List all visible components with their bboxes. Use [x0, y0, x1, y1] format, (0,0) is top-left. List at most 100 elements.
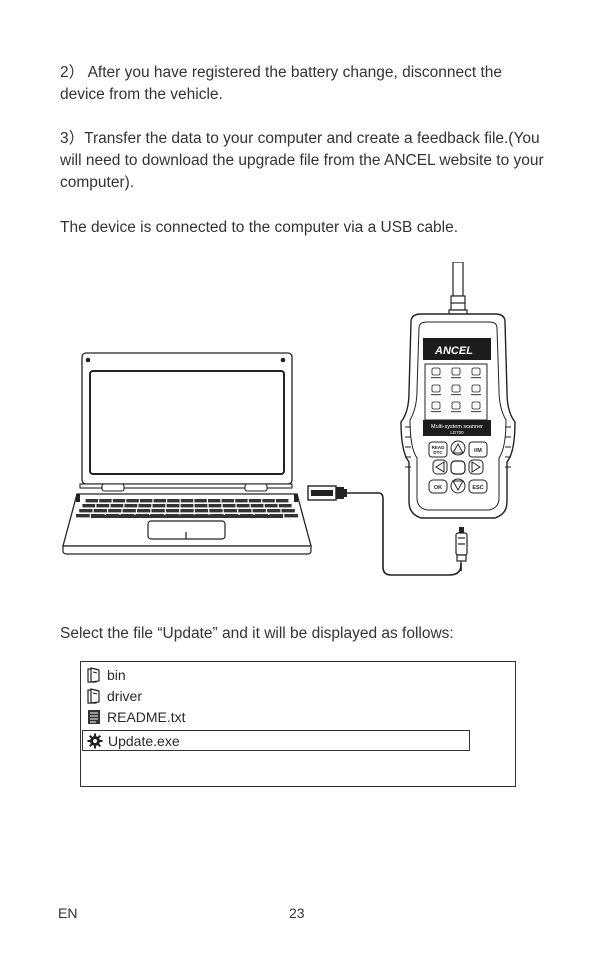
keyboard-key [167, 499, 180, 503]
keyboard-key [93, 509, 107, 513]
keyboard-key [194, 499, 207, 503]
screen-menu-label [471, 411, 481, 413]
keyboard-key [126, 499, 139, 503]
esc-key: ESC [472, 485, 483, 491]
keyboard-key [248, 499, 262, 503]
keyboard-key [124, 504, 138, 508]
folder-icon [87, 667, 100, 683]
keyboard-key [267, 509, 281, 513]
obd-scanner-device: ANCEL Multi-system scanner LD700 READ DT… [400, 313, 516, 519]
keyboard-key [112, 499, 126, 503]
screen-menu-label [451, 411, 461, 413]
file-item-update-selected[interactable]: Update.exe [82, 730, 470, 751]
keyboard-key [137, 509, 151, 513]
keyboard-key [99, 499, 112, 503]
file-item-bin[interactable]: bin [86, 665, 126, 685]
keyboard-key [264, 504, 278, 508]
keyboard-key [262, 499, 275, 503]
keyboard-key [221, 499, 234, 503]
screen-menu-label [471, 394, 481, 396]
read-dtc-key: READ [432, 445, 446, 450]
screen-menu-icon [471, 384, 481, 393]
keyboard-key [235, 499, 248, 503]
usb-cable [347, 492, 462, 576]
screen-menu-icon [431, 384, 441, 393]
screen-menu-icon [451, 401, 461, 410]
screen-menu-label [431, 394, 441, 396]
file-item-readme[interactable]: README.txt [86, 707, 186, 727]
screen-menu-icon [471, 367, 481, 376]
keyboard-key [122, 509, 136, 513]
keyboard-key [180, 509, 194, 513]
keyboard-key [165, 509, 180, 513]
file-item-driver[interactable]: driver [86, 686, 142, 706]
obd-cable [448, 262, 468, 317]
keyboard-keys [76, 499, 298, 518]
instruction-step-3: 3）Transfer the data to your computer and… [60, 130, 544, 191]
keyboard-key [138, 504, 152, 508]
keyboard-key [140, 499, 153, 503]
file-list: bin driver README.txt [80, 661, 516, 787]
screen-menu-label [471, 377, 481, 379]
svg-text:DTC: DTC [433, 450, 443, 455]
keyboard-key [250, 504, 264, 508]
keyboard-key [85, 499, 98, 503]
keyboard-key [110, 504, 124, 508]
keyboard-key [238, 509, 252, 513]
keyboard-key [180, 504, 194, 508]
mini-usb-plug [455, 527, 468, 567]
keyboard-key [194, 509, 209, 513]
keyboard-key [153, 499, 166, 503]
device-screen-icons [431, 367, 481, 413]
usb-a-plug [307, 485, 347, 501]
screen-menu-label [431, 411, 441, 413]
keyboard-key [209, 509, 223, 513]
connection-note: The device is connected to the computer … [60, 219, 459, 236]
keyboard-key [79, 509, 93, 513]
file-name: README.txt [107, 709, 186, 725]
keyboard-key [96, 504, 110, 508]
keyboard-key [284, 514, 298, 518]
keyboard-key [278, 504, 292, 508]
keyboard-key [208, 499, 221, 503]
keyboard-row [91, 515, 283, 518]
keyboard-key [208, 504, 222, 508]
select-note: Select the file “Update” and it will be … [60, 625, 454, 642]
footer-language: EN [58, 905, 78, 921]
usb-connection-illustration: ANCEL Multi-system scanner LD700 READ DT… [62, 262, 516, 576]
file-name: bin [107, 667, 126, 683]
screen-menu-icon [471, 401, 481, 410]
screen-menu-label [451, 377, 461, 379]
screen-menu-icon [431, 401, 441, 410]
screen-menu-icon [451, 384, 461, 393]
keyboard-key [82, 504, 96, 508]
keyboard-key [236, 504, 250, 508]
screen-menu-icon [431, 367, 441, 376]
device-brand: ANCEL [434, 345, 473, 357]
text-file-icon [88, 710, 100, 724]
keyboard-key [276, 499, 289, 503]
keyboard-key [151, 509, 165, 513]
screen-menu-label [451, 394, 461, 396]
page-number: 23 [289, 905, 305, 921]
file-name: driver [107, 688, 143, 704]
ok-key: OK [434, 485, 442, 491]
keyboard-key [152, 504, 166, 508]
device-model: LD700 [450, 430, 464, 435]
folder-icon [87, 688, 100, 704]
screen-menu-icon [451, 367, 461, 376]
instruction-step-2: 2） After you have registered the battery… [60, 64, 503, 103]
keyboard-key [180, 499, 194, 503]
keyboard-key [222, 504, 236, 508]
keyboard-key [223, 509, 237, 513]
screen-menu-label [431, 377, 441, 379]
keyboard-key [281, 509, 295, 513]
keyboard-key [166, 504, 180, 508]
keyboard-key [194, 504, 208, 508]
im-key: I/M [474, 448, 482, 454]
keyboard-key [76, 514, 90, 518]
laptop [62, 352, 312, 555]
keyboard-key [252, 509, 266, 513]
file-name: Update.exe [108, 732, 180, 749]
device-tagline: Multi-system scanner [431, 424, 483, 430]
